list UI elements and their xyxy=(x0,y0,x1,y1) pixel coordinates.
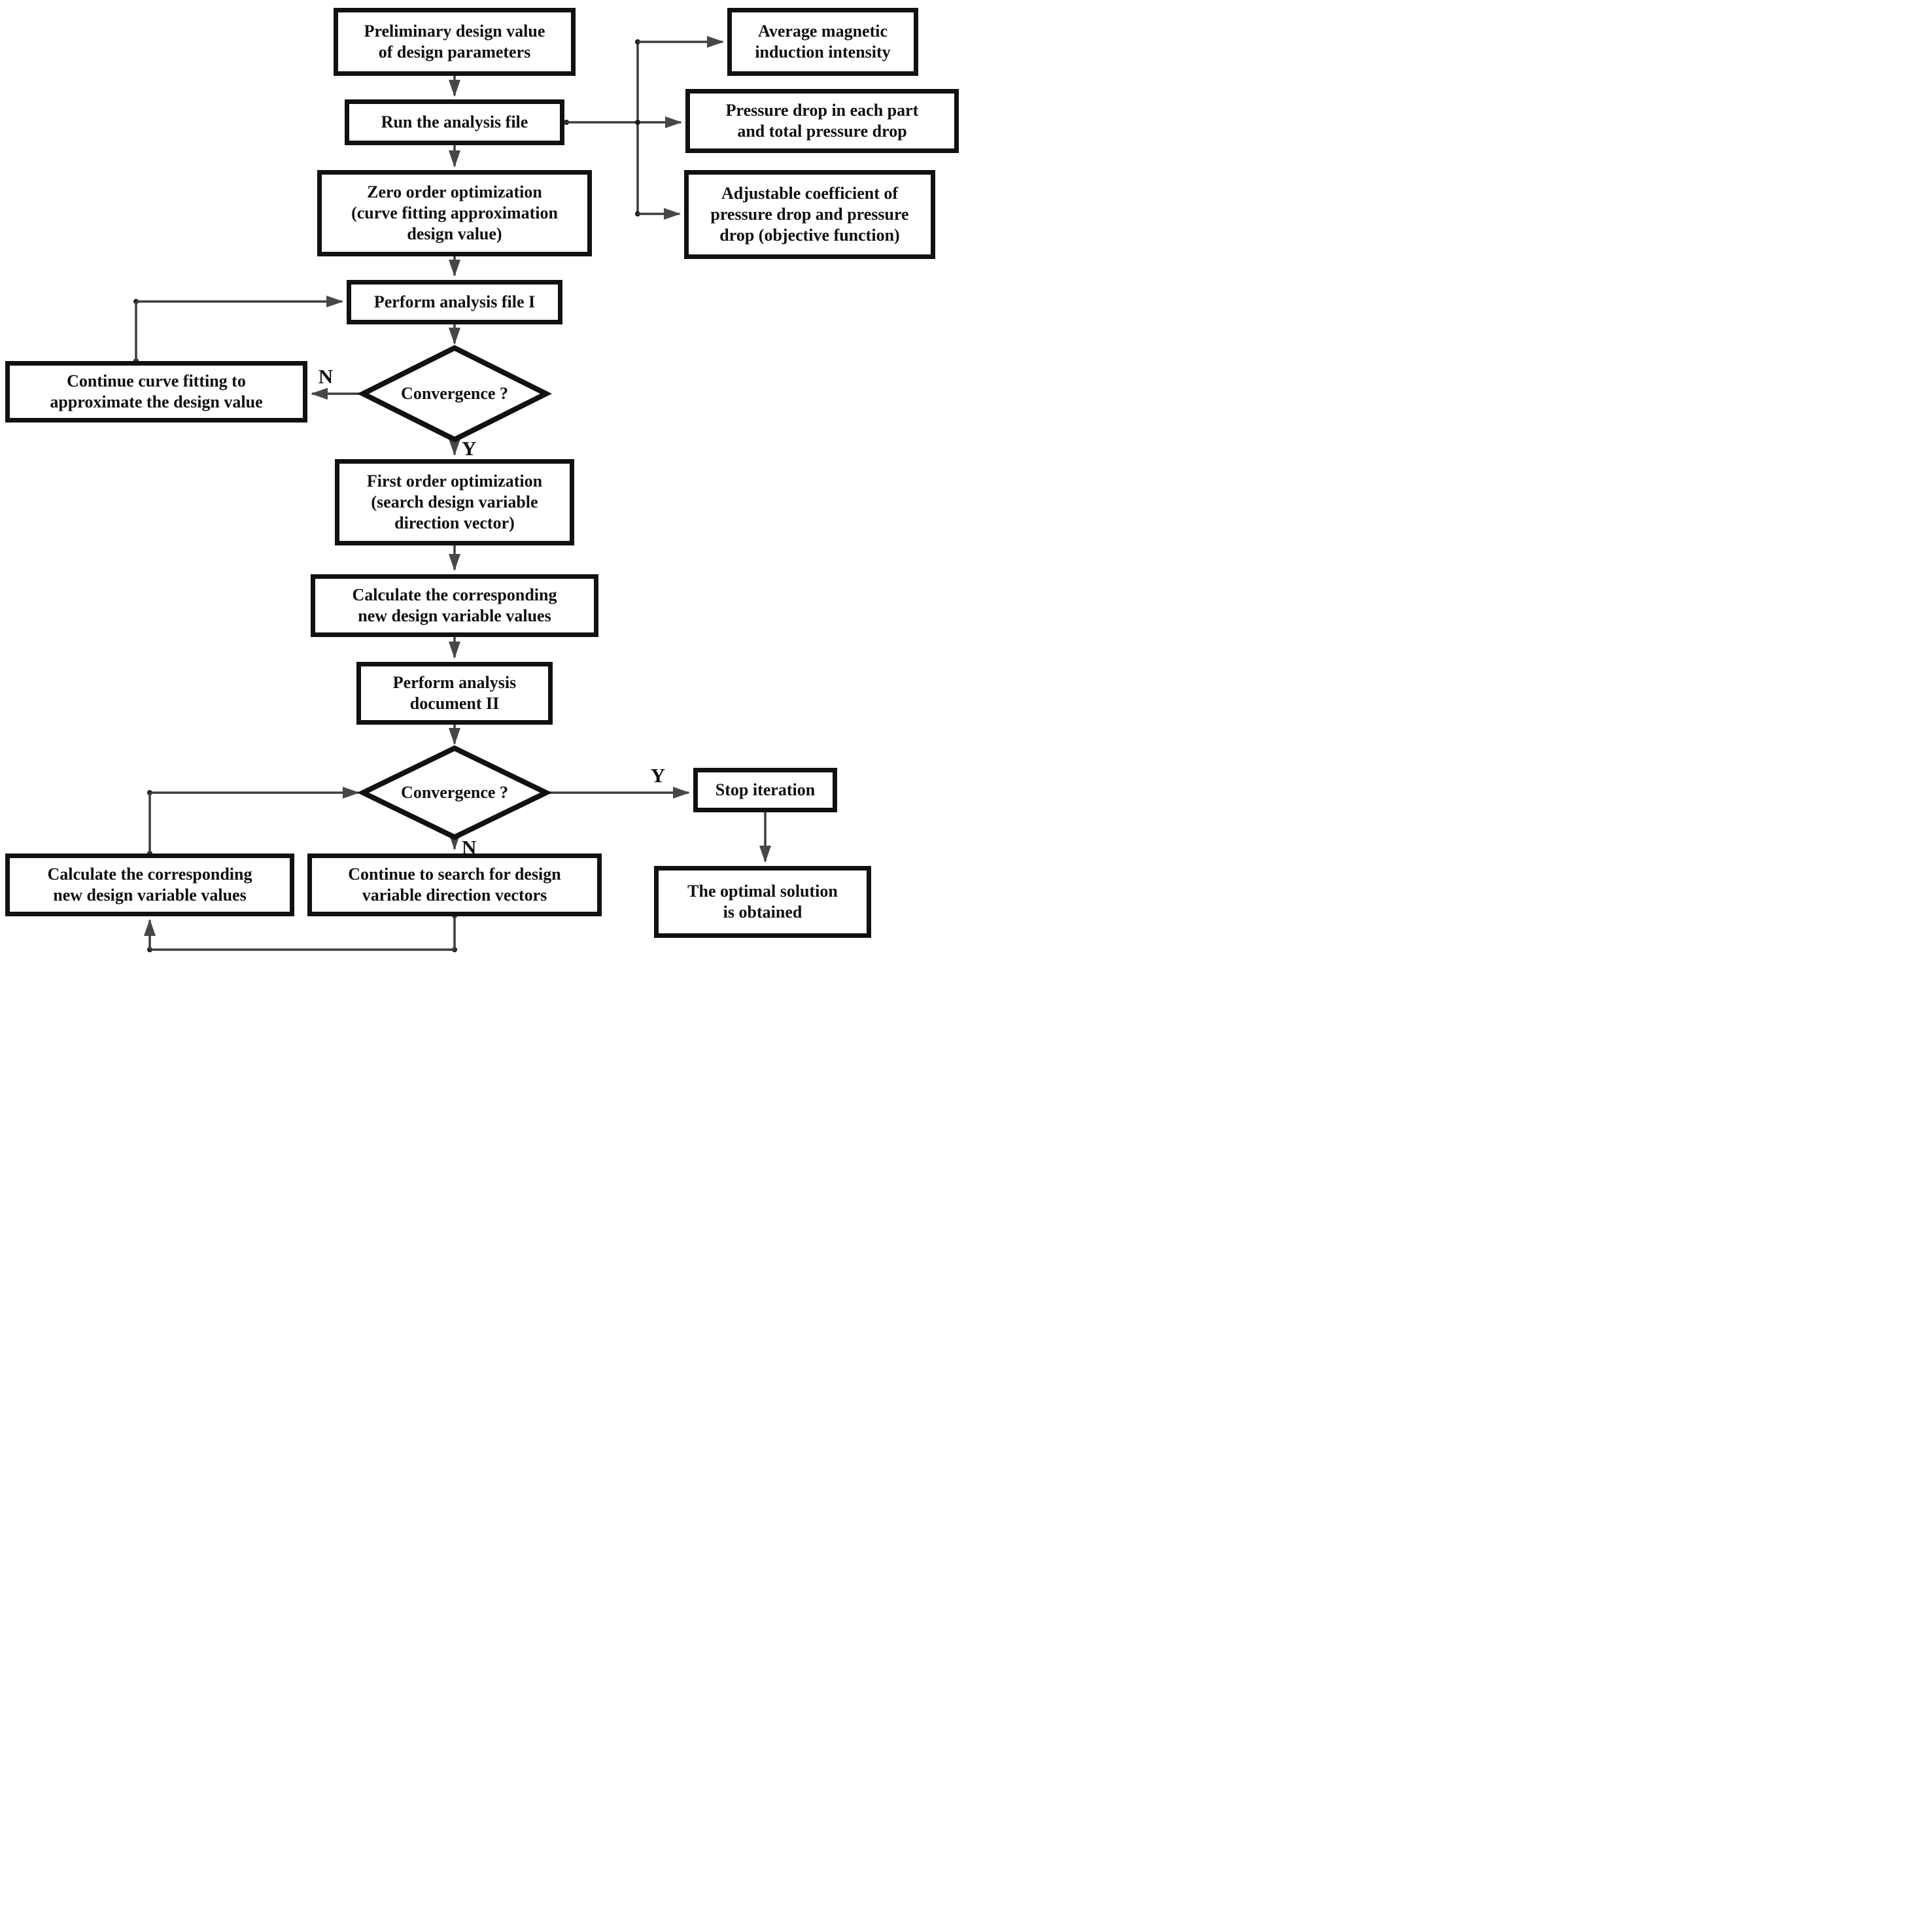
node-convergence-1-label: Convergence ? xyxy=(401,384,508,404)
edge-run-to-pressure xyxy=(564,116,682,128)
flowchart-diagram: Preliminary design value of design param… xyxy=(0,0,966,966)
node-first-order-optimization: First order optimization (search design … xyxy=(335,459,574,545)
edge-calc2-to-convergence2 xyxy=(147,787,360,856)
node-convergence-1: Convergence ? xyxy=(363,348,546,440)
node-stop-iteration-label: Stop iteration xyxy=(715,780,816,800)
node-stop-iteration: Stop iteration xyxy=(693,768,837,812)
node-calculate-new-values-2-label: Calculate the corresponding new design v… xyxy=(47,865,252,905)
node-calculate-new-values-1-label: Calculate the corresponding new design v… xyxy=(352,585,557,625)
node-perform-analysis-document-2: Perform analysis document II xyxy=(356,662,553,725)
node-average-magnetic: Average magnetic induction intensity xyxy=(727,8,918,76)
node-average-magnetic-label: Average magnetic induction intensity xyxy=(755,22,891,61)
label-convergence2-yes: Y xyxy=(650,764,666,787)
node-optimal-solution-label: The optimal solution is obtained xyxy=(687,882,838,922)
node-convergence-2: Convergence ? xyxy=(363,748,546,837)
node-continue-search-vectors: Continue to search for design variable d… xyxy=(307,854,602,916)
node-perform-analysis-file-1-label: Perform analysis file I xyxy=(373,292,536,312)
label-convergence2-no: N xyxy=(462,836,477,859)
node-convergence-2-label: Convergence ? xyxy=(401,783,508,802)
node-continue-search-vectors-label: Continue to search for design variable d… xyxy=(348,865,561,905)
node-optimal-solution: The optimal solution is obtained xyxy=(654,866,871,938)
node-preliminary-design-label: Preliminary design value of design param… xyxy=(364,22,545,61)
node-preliminary-design: Preliminary design value of design param… xyxy=(334,8,576,76)
edge-continue-search-to-calc2 xyxy=(144,913,457,952)
node-first-order-optimization-label: First order optimization (search design … xyxy=(366,472,543,532)
node-adjustable-coefficient: Adjustable coefficient of pressure drop … xyxy=(684,170,935,259)
node-pressure-drop-label: Pressure drop in each part and total pre… xyxy=(725,101,919,141)
node-calculate-new-values-2: Calculate the corresponding new design v… xyxy=(5,854,294,916)
edge-continue-fit-to-perform1 xyxy=(133,296,343,364)
node-pressure-drop: Pressure drop in each part and total pre… xyxy=(685,89,959,153)
node-perform-analysis-file-1: Perform analysis file I xyxy=(347,280,562,324)
label-convergence1-no: N xyxy=(318,365,334,388)
connector-layer xyxy=(133,36,771,952)
node-run-analysis-file-label: Run the analysis file xyxy=(381,112,528,132)
node-zero-order-optimization: Zero order optimization (curve fitting a… xyxy=(317,170,592,256)
node-continue-curve-fitting-label: Continue curve fitting to approximate th… xyxy=(50,371,263,411)
node-continue-curve-fitting: Continue curve fitting to approximate th… xyxy=(5,361,307,423)
node-zero-order-optimization-label: Zero order optimization (curve fitting a… xyxy=(351,182,558,243)
node-calculate-new-values-1: Calculate the corresponding new design v… xyxy=(311,574,598,637)
convergence2-diamond xyxy=(356,745,553,840)
label-convergence1-yes: Y xyxy=(462,437,477,460)
convergence1-diamond xyxy=(357,345,552,443)
branch-vertical-line xyxy=(635,39,640,216)
node-perform-analysis-document-2-label: Perform analysis document II xyxy=(392,673,517,713)
node-run-analysis-file: Run the analysis file xyxy=(345,99,564,145)
node-adjustable-coefficient-label: Adjustable coefficient of pressure drop … xyxy=(710,184,909,245)
